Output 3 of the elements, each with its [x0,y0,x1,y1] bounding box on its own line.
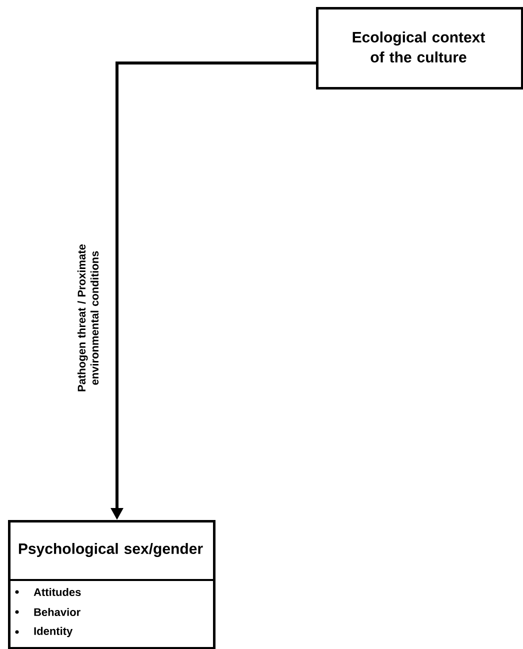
edge-label: Pathogen threat / Proximate environmental conditions [77,244,99,392]
process-box: Ecological context of the culture [316,7,523,90]
process-box: Psychological sex/gender Attitudes Behavior Identity [8,520,216,649]
